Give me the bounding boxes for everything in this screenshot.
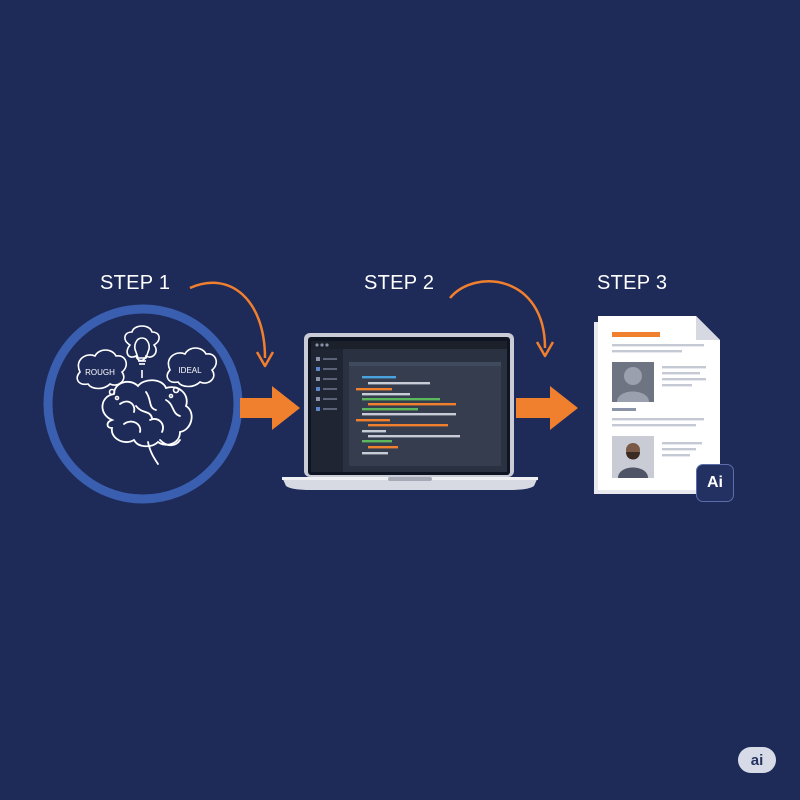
resume-document-icon: [594, 316, 720, 494]
corner-logo: ai: [738, 747, 776, 773]
curved-arrow-2: [449, 280, 547, 349]
laptop-icon: [282, 333, 538, 490]
step-3-label: STEP 3: [597, 272, 668, 294]
ideal-bubble-text: IDEAL: [178, 366, 202, 375]
step-1-label: STEP 1: [100, 272, 171, 294]
rough-bubble-text: ROUGH: [85, 368, 115, 377]
curved-arrow-2-head: [535, 341, 555, 358]
arrow-step1-to-step2: [240, 386, 300, 430]
lightbulb-icon: [124, 325, 160, 378]
curved-arrow-1: [189, 281, 267, 359]
arrow-step2-to-step3: [516, 386, 578, 430]
curved-arrow-1-head: [255, 351, 275, 368]
brain-icon: [101, 379, 193, 465]
ai-badge: Ai: [696, 464, 734, 502]
step-2-label: STEP 2: [364, 272, 435, 294]
